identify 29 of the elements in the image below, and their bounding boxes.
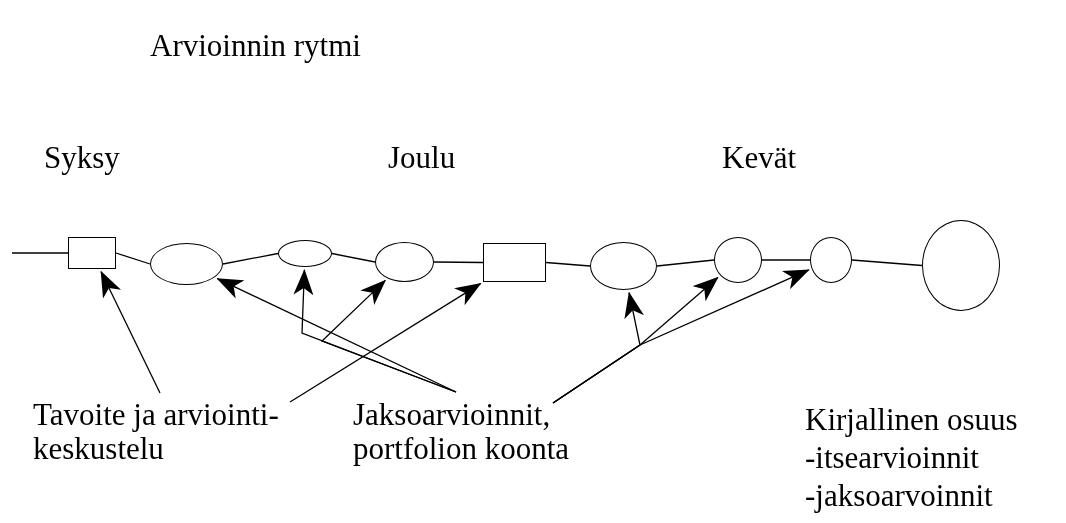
ellipse-shape	[714, 237, 762, 283]
text-label: -itsearvioinnit	[805, 440, 979, 476]
ellipse-shape	[278, 240, 332, 267]
connector-line	[761, 259, 811, 261]
connector-line	[222, 252, 279, 265]
arrow	[289, 282, 482, 403]
connector-line	[11, 252, 69, 254]
ellipse-shape	[150, 243, 223, 285]
caption-text: Jaksoarvioinnit, portfolion koonta	[353, 398, 571, 466]
rectangle-shape	[68, 237, 116, 269]
caption-text: Tavoite ja arviointi-keskustelu	[33, 398, 280, 466]
text-label: Kevät	[722, 140, 797, 176]
connector-line	[433, 261, 484, 264]
rectangle-shape	[483, 243, 546, 282]
ellipse-shape	[375, 242, 434, 282]
connector-line	[115, 252, 151, 265]
text-label: -jaksoarvoinnit	[805, 478, 993, 514]
arrow	[320, 279, 457, 393]
connector-line	[545, 261, 591, 267]
arrow	[100, 270, 161, 394]
connector-line	[331, 252, 376, 263]
text-label: Syksy	[44, 140, 120, 176]
connector-line	[656, 259, 715, 267]
ellipse-shape	[810, 237, 852, 283]
text-label: Kirjallinen osuus	[805, 402, 1018, 438]
connector-line	[851, 259, 923, 267]
title: Arvioinnin rytmi	[150, 28, 361, 64]
arrow	[552, 269, 810, 404]
text-label: Joulu	[388, 140, 456, 176]
